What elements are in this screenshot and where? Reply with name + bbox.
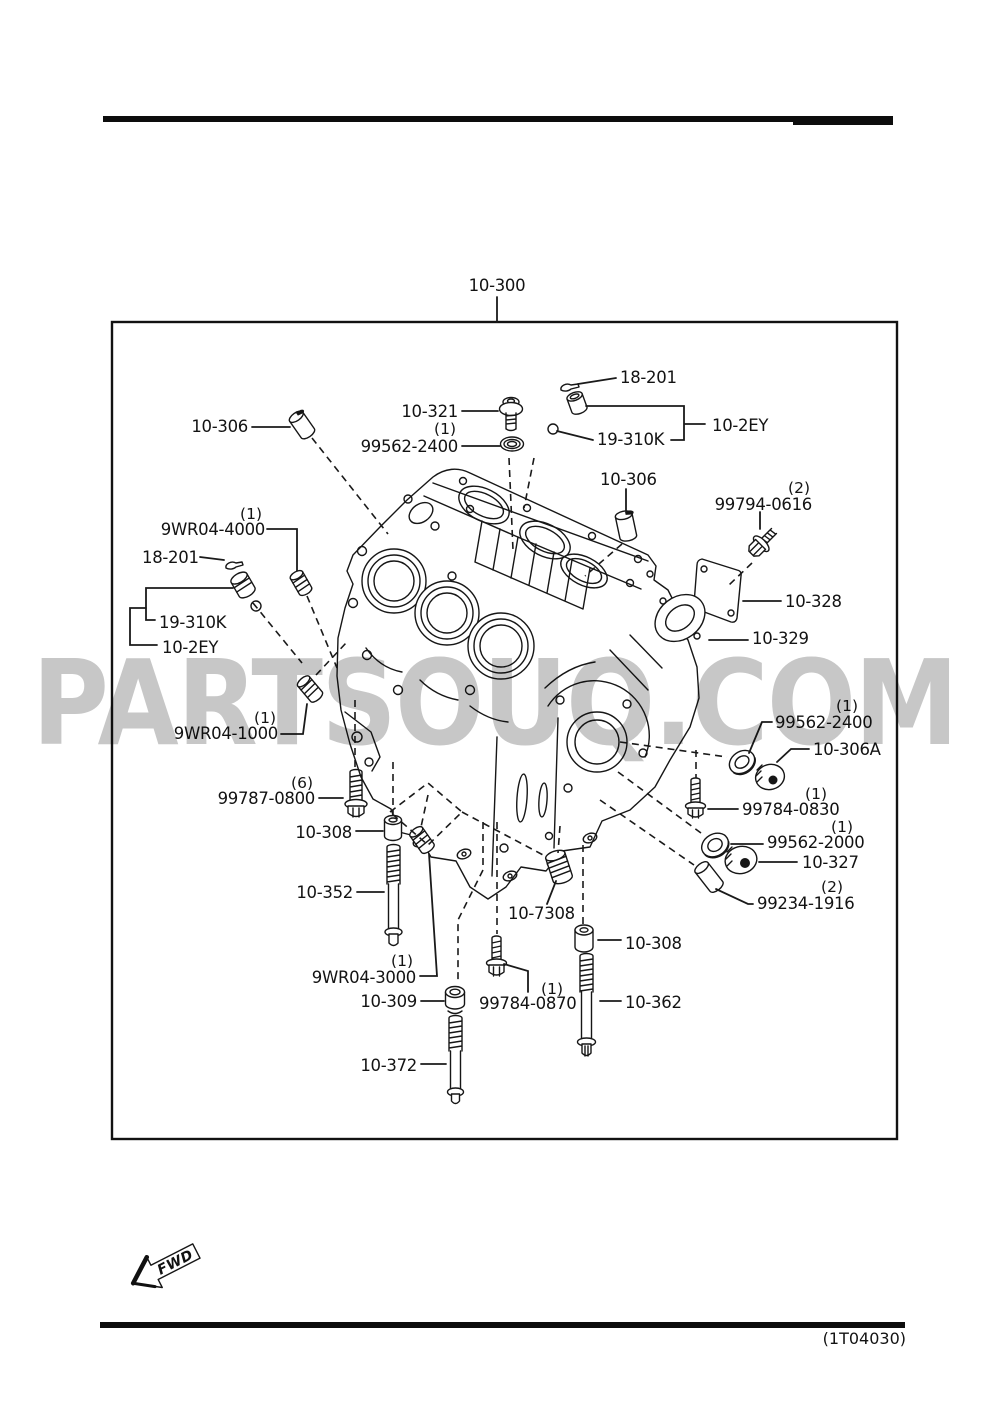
callout-10-2EY-top: 10-2EY: [712, 416, 769, 435]
part-seal-99562-2400-right: [728, 749, 756, 776]
footer: (1T04030) FWD: [130, 1243, 906, 1348]
callout-99562-2400-top: 99562-2400: [361, 437, 458, 456]
callout-10-308-left: 10-308: [295, 823, 352, 842]
part-bolt-99787-0800: [344, 768, 368, 818]
part-dowel-10-306-right: [614, 510, 638, 542]
bottom-rule: [100, 1322, 905, 1328]
part-bolt-10-321: [498, 396, 524, 432]
callout-99562-2000: 99562-2000: [767, 833, 864, 852]
callout-18-201-top: 18-201: [620, 368, 677, 387]
part-screw-9WR04-4000: [289, 569, 313, 597]
callout-99784-0830: 99784-0830: [742, 800, 839, 819]
qty-99562-2000: (1): [831, 818, 853, 836]
qty-99784-0830: (1): [805, 785, 827, 803]
part-sleeve-99234-1916: [694, 860, 724, 893]
part-stud-10-372: [446, 1014, 465, 1105]
callout-10-329: 10-329: [752, 629, 809, 648]
top-rule: [103, 116, 893, 122]
solid-leaders: [129, 296, 810, 1065]
callout-10-328: 10-328: [785, 592, 842, 611]
callout-10-306-right: 10-306: [600, 470, 657, 489]
qty-9WR04-3000: (1): [391, 952, 413, 970]
callout-10-308-right: 10-308: [625, 934, 682, 953]
callout-19-310K-left: 19-310K: [159, 613, 228, 632]
qty-99234-1916: (2): [821, 878, 843, 896]
callout-10-352: 10-352: [296, 883, 353, 902]
part-bolt-99784-0870: [485, 935, 508, 977]
fwd-label: FWD: [155, 1247, 196, 1279]
callout-10-306-left: 10-306: [191, 417, 248, 436]
part-bolt-99794-0616: [748, 527, 778, 557]
engine-block-illustration: [336, 468, 700, 900]
callout-10-7308: 10-7308: [508, 904, 575, 923]
callout-10-372: 10-372: [360, 1056, 417, 1075]
qty-99787-0800: (6): [291, 774, 313, 792]
part-spacer-10-308-right: [574, 924, 594, 953]
callout-99794-0616: 99794-0616: [715, 495, 812, 514]
part-clip-18-201-left: [225, 561, 244, 570]
callout-19-310K-top: 19-310K: [597, 430, 666, 449]
part-ball-19-310K-top: [547, 423, 559, 435]
callout-9WR04-3000: 9WR04-3000: [312, 968, 416, 987]
callout-10-327: 10-327: [802, 853, 859, 872]
part-retainer-10-329: [654, 593, 706, 643]
diagram-frame: [110, 320, 899, 1141]
watermark: PARTSOUQ.COM: [32, 634, 957, 772]
part-bolt-99784-0830: [684, 777, 707, 819]
part-spacer-10-308-left: [383, 814, 403, 842]
qty-99784-0870: (1): [541, 980, 563, 998]
deck-openings: [458, 485, 608, 589]
qty-9WR04-4000: (1): [240, 505, 262, 523]
fwd-arrow: FWD: [130, 1243, 201, 1289]
part-plug-10-327: [724, 845, 758, 875]
part-dowel-10-306-left: [288, 409, 316, 440]
part-plug-10-306A: [754, 763, 786, 791]
sheet-code: (1T04030): [823, 1329, 906, 1348]
callout-99234-1916: 99234-1916: [757, 894, 854, 913]
callout-10-2EY-left: 10-2EY: [162, 638, 219, 657]
part-cap-10-309: [444, 985, 466, 1015]
part-plug-10-7308: [544, 849, 573, 885]
part-clip-18-201-top: [560, 383, 580, 392]
callout-10-309: 10-309: [360, 992, 417, 1011]
qty-9WR04-1000: (1): [254, 709, 276, 727]
top-rule-overlap: [793, 120, 893, 125]
page-rules: [100, 116, 905, 1328]
callout-18-201-left: 18-201: [142, 548, 199, 567]
qty-99562-2400-right: (1): [836, 697, 858, 715]
callout-99787-0800: 99787-0800: [218, 789, 315, 808]
callout-9WR04-4000: 9WR04-4000: [161, 520, 265, 539]
callout-9WR04-1000: 9WR04-1000: [174, 724, 278, 743]
part-washer-99562-2400-top: [499, 436, 525, 452]
callout-10-362: 10-362: [625, 993, 682, 1012]
part-screw-9WR04-1000: [296, 675, 324, 703]
callout-10-321: 10-321: [401, 402, 458, 421]
qty-99794-0616: (2): [788, 479, 810, 497]
callout-10-300: 10-300: [469, 276, 526, 295]
cylinder-bores: [361, 548, 535, 680]
part-plug-10-2EY-left: [230, 571, 256, 599]
callout-99784-0870: 99784-0870: [479, 994, 576, 1013]
qty-10-321: (1): [434, 420, 456, 438]
callouts: 10-300 18-201 10-321 (1) 99562-2400 19-3…: [142, 276, 882, 1075]
callout-10-306A: 10-306A: [813, 740, 882, 759]
part-washer-99562-2000: [700, 832, 730, 859]
callout-99562-2400-right: 99562-2400: [775, 713, 872, 732]
dashed-leaders: [252, 437, 753, 984]
part-stud-10-362: [576, 952, 597, 1057]
part-stud-10-352: [384, 843, 403, 947]
part-plug-10-2EY-top: [566, 391, 588, 415]
